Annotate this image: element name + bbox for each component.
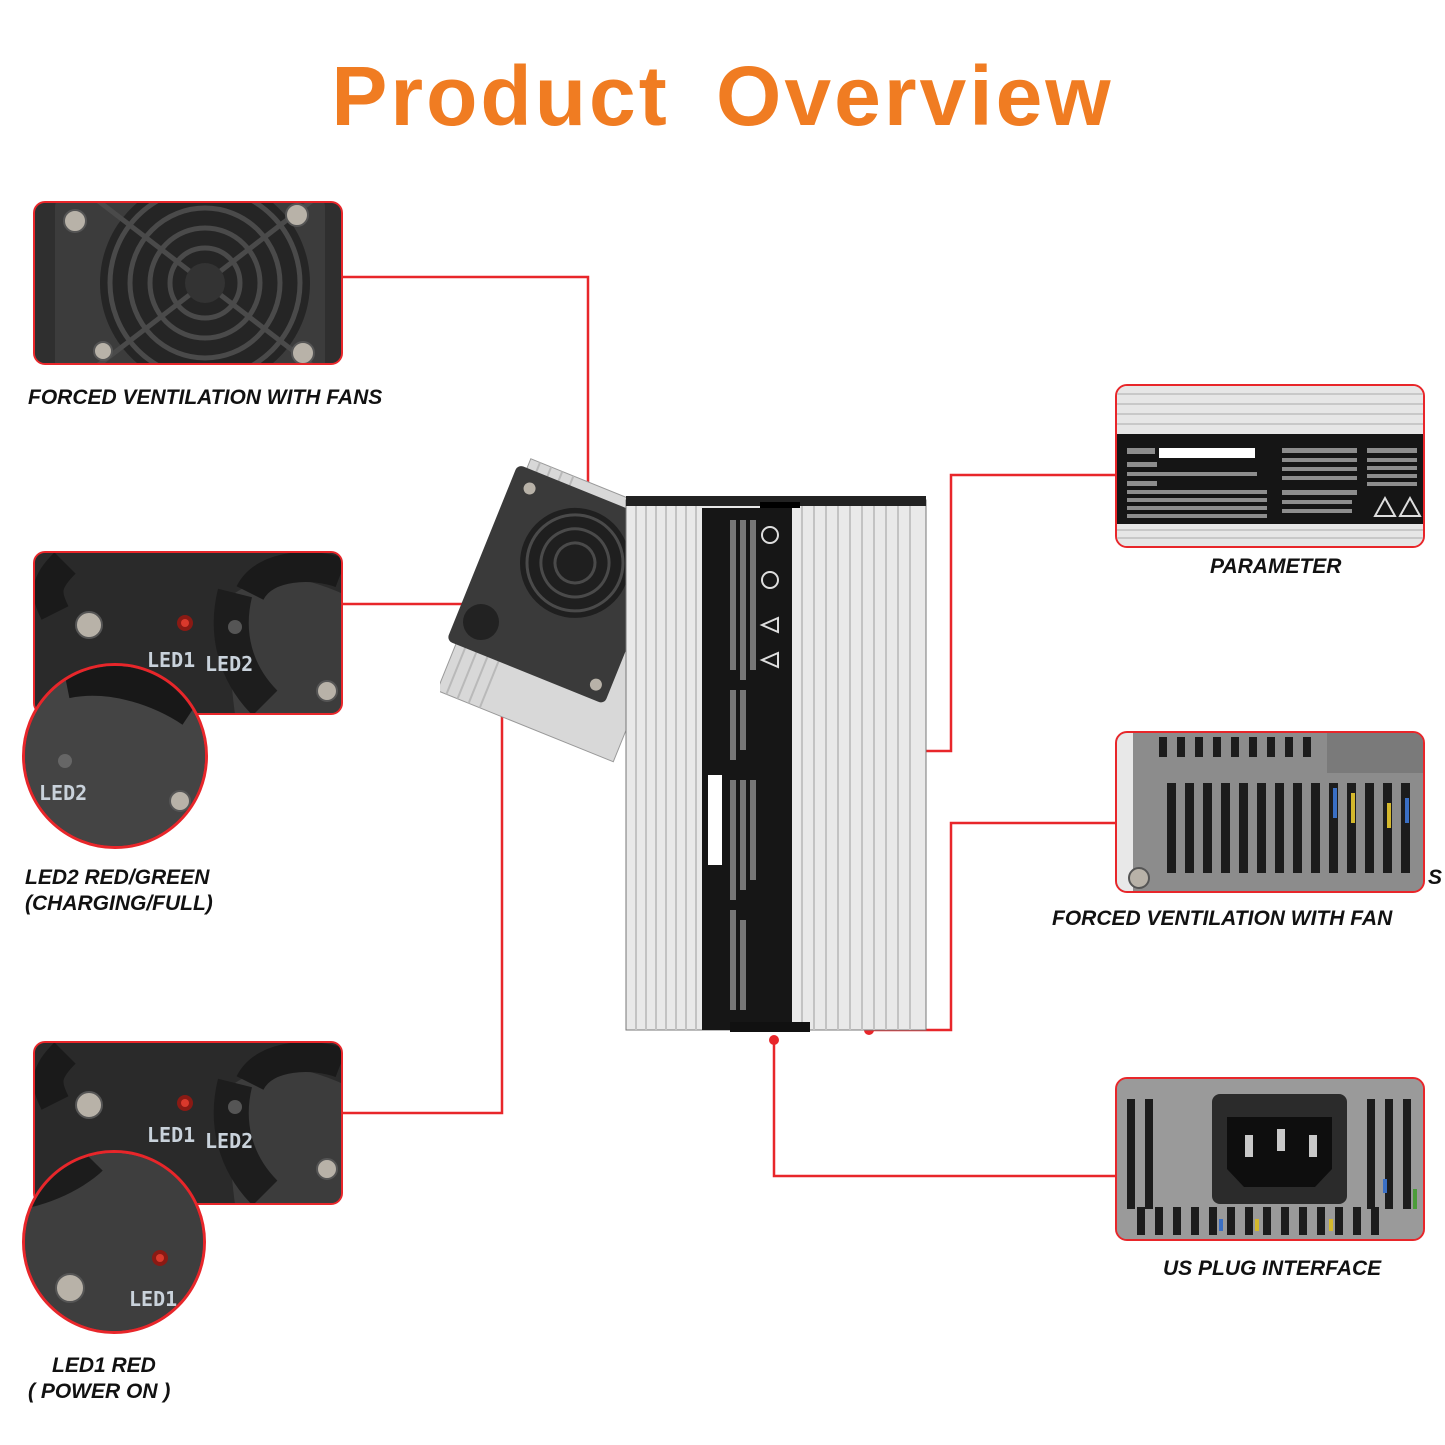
plug-photo — [1115, 1077, 1425, 1241]
fan-vents-photo — [1115, 731, 1425, 893]
parameter-label-icon — [1117, 386, 1423, 546]
led2-photo: LED1 LED2 — [33, 551, 343, 715]
callout-dot-plug — [769, 1035, 779, 1045]
led1-label: LED1 — [147, 648, 196, 672]
callout-line-led1 — [340, 600, 504, 1115]
led1-zoom-circle: LED1 — [22, 1150, 206, 1334]
led2-caption-line2: (CHARGING/FULL) — [25, 892, 213, 915]
charger-image — [440, 458, 927, 1032]
fan-icon — [35, 203, 341, 363]
parameter-caption: PARAMETER — [1210, 555, 1342, 578]
led2-zoom-label: LED2 — [39, 781, 88, 805]
led1-zoom-icon — [25, 1153, 203, 1331]
led2-label: LED2 — [205, 1129, 254, 1153]
callout-line-plug — [772, 1040, 1117, 1178]
led-panel-icon — [35, 553, 341, 713]
led1-zoom-label: LED1 — [129, 1287, 178, 1311]
plug-caption: US PLUG INTERFACE — [1163, 1257, 1382, 1280]
led2-label: LED2 — [205, 652, 254, 676]
fan-photo — [33, 201, 343, 365]
vent-grille-icon — [1117, 733, 1423, 891]
callout-line-fans — [340, 275, 590, 550]
fan-right-stray-letter: S — [1428, 866, 1443, 889]
fans-left-caption: FORCED VENTILATION WITH FANS — [28, 386, 383, 409]
plug-socket-icon — [1117, 1079, 1423, 1239]
parameter-photo — [1115, 384, 1425, 548]
led1-caption-line2: ( POWER ON ) — [28, 1380, 171, 1403]
led1-caption-line1: LED1 RED — [52, 1354, 156, 1377]
page-title: Product Overview — [331, 49, 1114, 143]
led2-zoom-circle: LED2 — [22, 663, 208, 849]
led2-zoom-icon — [25, 666, 205, 846]
led1-label: LED1 — [147, 1123, 196, 1147]
fan-right-caption: FORCED VENTILATION WITH FAN — [1052, 907, 1393, 930]
led2-caption-line1: LED2 RED/GREEN — [25, 866, 210, 889]
